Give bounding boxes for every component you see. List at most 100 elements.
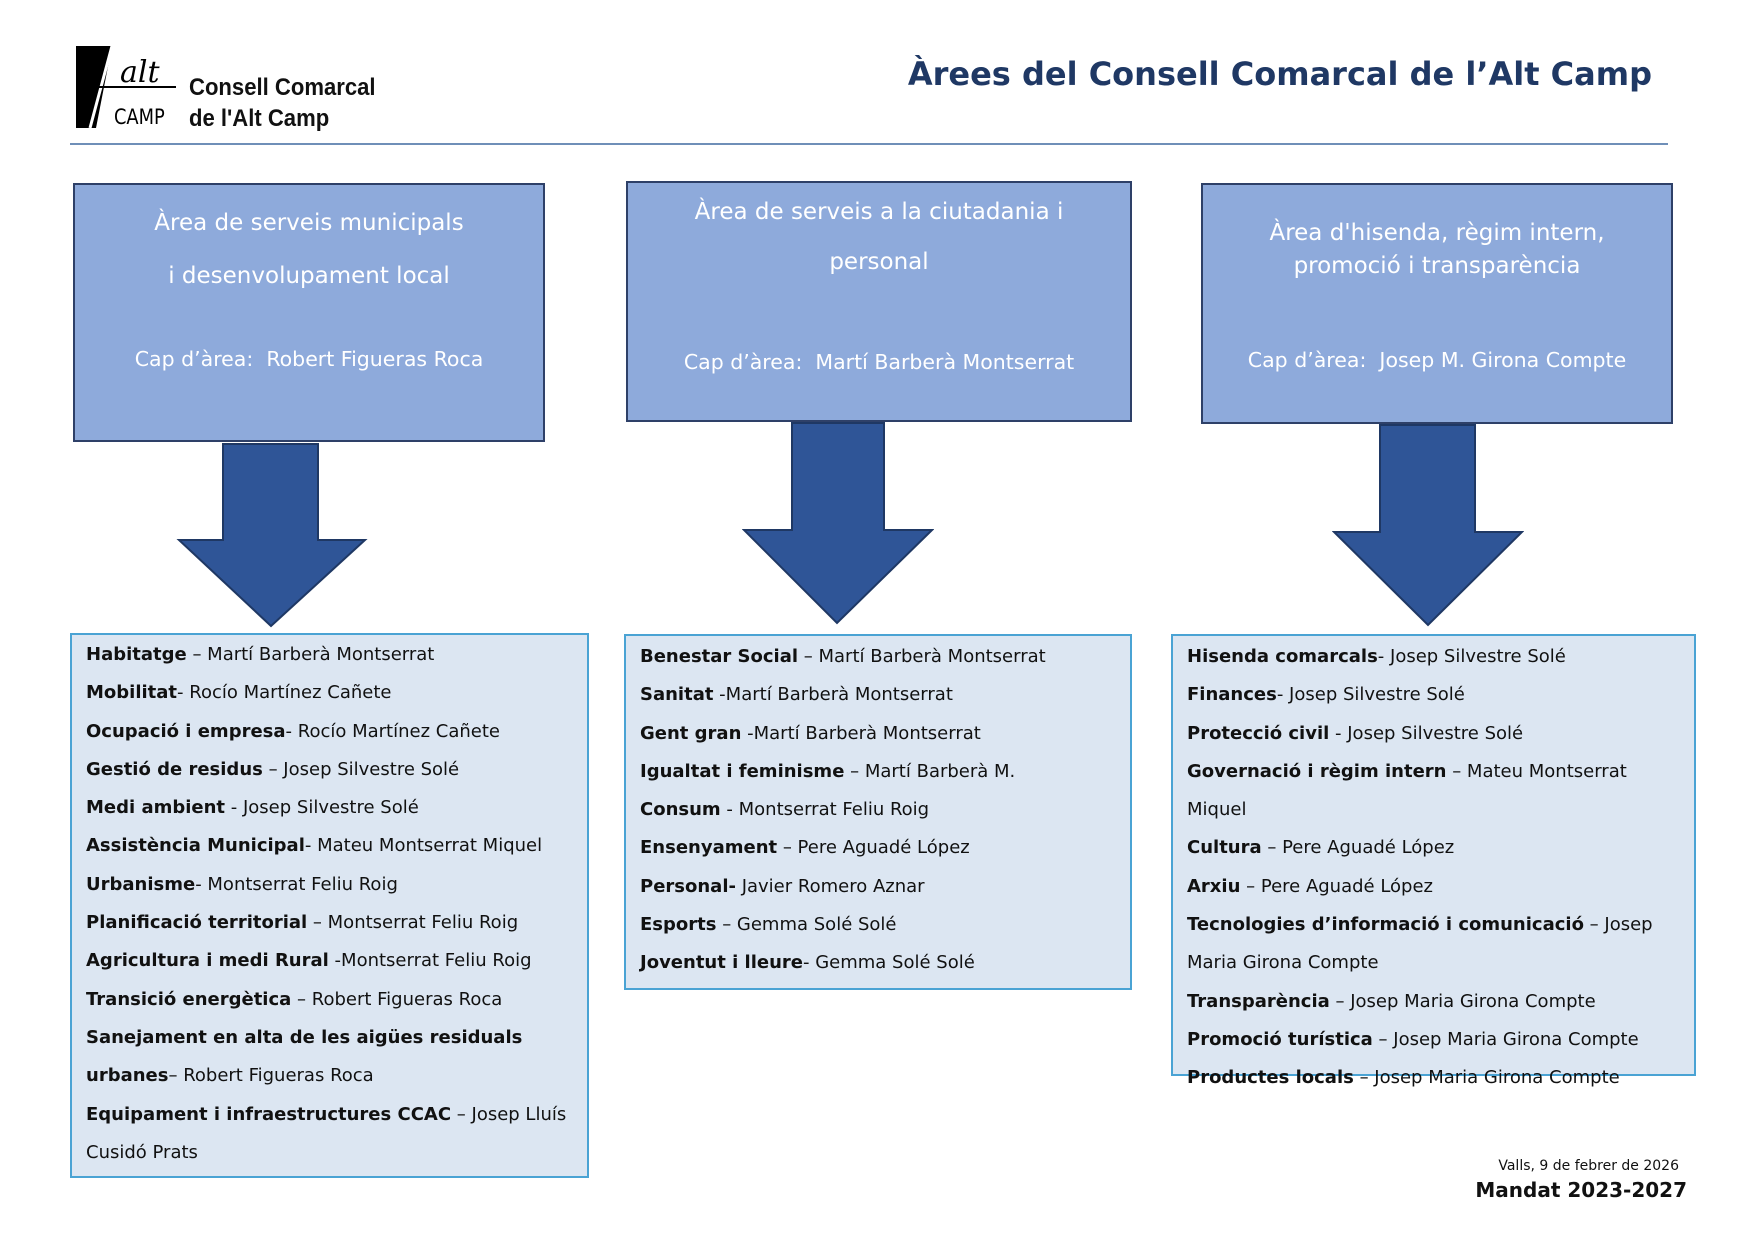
item-label: Promoció turística — [1187, 1028, 1373, 1050]
area-head-label: Cap d’àrea: — [1247, 348, 1367, 372]
svg-text:alt: alt — [120, 55, 160, 90]
list-item: Equipament i infraestructures CCAC – Jos… — [86, 1096, 573, 1173]
list-item: Hisenda comarcals- Josep Silvestre Solé — [1187, 638, 1680, 676]
list-item: Gent gran -Martí Barberà Montserrat — [640, 715, 1116, 753]
list-item: Planificació territorial – Montserrat Fe… — [86, 904, 573, 942]
item-person: – Josep Maria Girona Compte — [1187, 914, 1653, 974]
organization-name: Consell Comarcal de l'Alt Camp — [189, 72, 376, 134]
item-label: Ocupació i empresa — [86, 720, 286, 742]
list-item: Habitatge – Martí Barberà Montserrat — [86, 636, 573, 674]
list-item: Transparència – Josep Maria Girona Compt… — [1187, 983, 1680, 1021]
item-person: – Josep Lluís Cusidó Prats — [86, 1103, 567, 1163]
area-head: Cap d’àrea: Josep M. Girona Compte — [1203, 348, 1671, 372]
item-label: Assistència Municipal — [86, 835, 305, 857]
item-label: Transparència — [1187, 990, 1330, 1012]
item-person: - Rocío Martínez Cañete — [285, 720, 500, 742]
item-person: – Josep Maria Girona Compte — [1353, 1067, 1620, 1089]
item-label: Sanitat — [640, 684, 714, 706]
area-title: Àrea d'hisenda, règim intern, promoció i… — [1269, 220, 1605, 279]
area-head-label: Cap d’àrea: — [683, 350, 803, 374]
item-person: - Rocío Martínez Cañete — [177, 682, 392, 704]
item-person: -Martí Barberà Montserrat — [741, 722, 981, 744]
item-label: Transició energètica — [86, 988, 292, 1010]
svg-text:CAMP: CAMP — [114, 105, 165, 130]
list-item: Arxiu – Pere Aguadé López — [1187, 868, 1680, 906]
item-person: - Gemma Solé Solé — [803, 952, 975, 974]
item-person: – Montserrat Feliu Roig — [307, 912, 519, 934]
item-person: - Montserrat Feliu Roig — [720, 799, 930, 821]
item-label: Hisenda comarcals — [1187, 646, 1378, 667]
area-title: Àrea de serveis a la ciutadania i person… — [694, 199, 1064, 275]
item-label: Equipament i infraestructures CCAC — [86, 1103, 452, 1125]
list-item: Tecnologies d’informació i comunicació –… — [1187, 906, 1680, 983]
list-item: Medi ambient - Josep Silvestre Solé — [86, 789, 573, 827]
logo-text-line2: de l'Alt Camp — [189, 105, 330, 132]
area-head: Cap d’àrea: Martí Barberà Montserrat — [628, 350, 1130, 374]
item-person: - Josep Silvestre Solé — [1377, 646, 1566, 667]
down-arrow-icon — [1332, 424, 1524, 627]
list-item: Agricultura i medi Rural -Montserrat Fel… — [86, 942, 573, 980]
item-label: Medi ambient — [86, 797, 226, 819]
item-person: -Martí Barberà Montserrat — [713, 684, 953, 706]
item-person: – Robert Figueras Roca — [168, 1065, 374, 1087]
item-label: Benestar Social — [640, 646, 799, 667]
list-item: Finances- Josep Silvestre Solé — [1187, 676, 1680, 714]
area-head-label: Cap d’àrea: — [134, 347, 254, 371]
list-item: Gestió de residus – Josep Silvestre Solé — [86, 751, 573, 789]
item-person: - Josep Silvestre Solé — [225, 797, 419, 819]
item-label: Protecció civil — [1187, 722, 1330, 744]
list-item: Joventut i lleure- Gemma Solé Solé — [640, 944, 1116, 982]
list-item: Protecció civil - Josep Silvestre Solé — [1187, 715, 1680, 753]
item-person: – Martí Barberà M. — [844, 760, 1016, 782]
down-arrow-icon — [742, 422, 934, 625]
list-item: Personal- Javier Romero Aznar — [640, 868, 1116, 906]
area-head-name: Martí Barberà Montserrat — [815, 350, 1075, 374]
item-person: - Montserrat Feliu Roig — [195, 873, 398, 895]
list-item: Cultura – Pere Aguadé López — [1187, 829, 1680, 867]
list-item: Sanejament en alta de les aigües residua… — [86, 1019, 573, 1096]
item-label: Igualtat i feminisme — [640, 760, 845, 782]
item-label: Agricultura i medi Rural — [86, 950, 329, 972]
area-head-name: Robert Figueras Roca — [266, 347, 484, 371]
item-label: Finances — [1187, 684, 1277, 706]
item-person: -Montserrat Feliu Roig — [328, 950, 532, 972]
responsibilities-list-citizens: Benestar Social – Martí Barberà Montserr… — [624, 634, 1132, 990]
list-item: Benestar Social – Martí Barberà Montserr… — [640, 638, 1116, 676]
item-label: Productes locals — [1187, 1067, 1354, 1089]
item-label: Urbanisme — [86, 873, 196, 895]
logo-text-line1: Consell Comarcal — [189, 74, 376, 101]
item-label: Consum — [640, 799, 721, 821]
item-label: Cultura — [1187, 837, 1262, 859]
list-item: Productes locals – Josep Maria Girona Co… — [1187, 1059, 1680, 1097]
list-item: Consum - Montserrat Feliu Roig — [640, 791, 1116, 829]
item-person: – Pere Aguadé López — [1240, 875, 1434, 897]
area-box-finance: Àrea d'hisenda, règim intern, promoció i… — [1201, 183, 1673, 424]
item-person: – Josep Silvestre Solé — [262, 758, 460, 780]
item-label: Sanejament en alta de les aigües residua… — [86, 1026, 523, 1087]
item-label: Mobilitat — [86, 682, 178, 704]
item-person: - Josep Silvestre Solé — [1276, 684, 1465, 706]
item-person: – Martí Barberà Montserrat — [186, 644, 435, 665]
list-item: Esports – Gemma Solé Solé — [640, 906, 1116, 944]
list-item: Mobilitat- Rocío Martínez Cañete — [86, 674, 573, 712]
list-items: Benestar Social – Martí Barberà Montserr… — [640, 638, 1116, 983]
item-label: Joventut i lleure — [640, 952, 803, 974]
area-box-citizens: Àrea de serveis a la ciutadania i person… — [626, 181, 1132, 422]
list-item: Igualtat i feminisme – Martí Barberà M. — [640, 753, 1116, 791]
item-person: – Josep Maria Girona Compte — [1329, 990, 1596, 1012]
list-item: Governació i règim intern – Mateu Montse… — [1187, 753, 1680, 830]
list-item: Ocupació i empresa- Rocío Martínez Cañet… — [86, 713, 573, 751]
page-title: Àrees del Consell Comarcal de l’Alt Camp — [907, 55, 1652, 93]
area-box-municipal: Àrea de serveis municipals i desenvolupa… — [73, 183, 545, 442]
area-head-name: Josep M. Girona Compte — [1379, 348, 1627, 372]
item-person: Javier Romero Aznar — [735, 875, 925, 897]
footer-mandat: Mandat 2023-2027 — [1475, 1178, 1687, 1202]
list-item: Sanitat -Martí Barberà Montserrat — [640, 676, 1116, 714]
item-label: Gent gran — [640, 722, 742, 744]
item-label: Esports — [640, 914, 717, 936]
item-person: – Pere Aguadé López — [777, 837, 970, 859]
item-person: – Pere Aguadé López — [1261, 837, 1455, 859]
